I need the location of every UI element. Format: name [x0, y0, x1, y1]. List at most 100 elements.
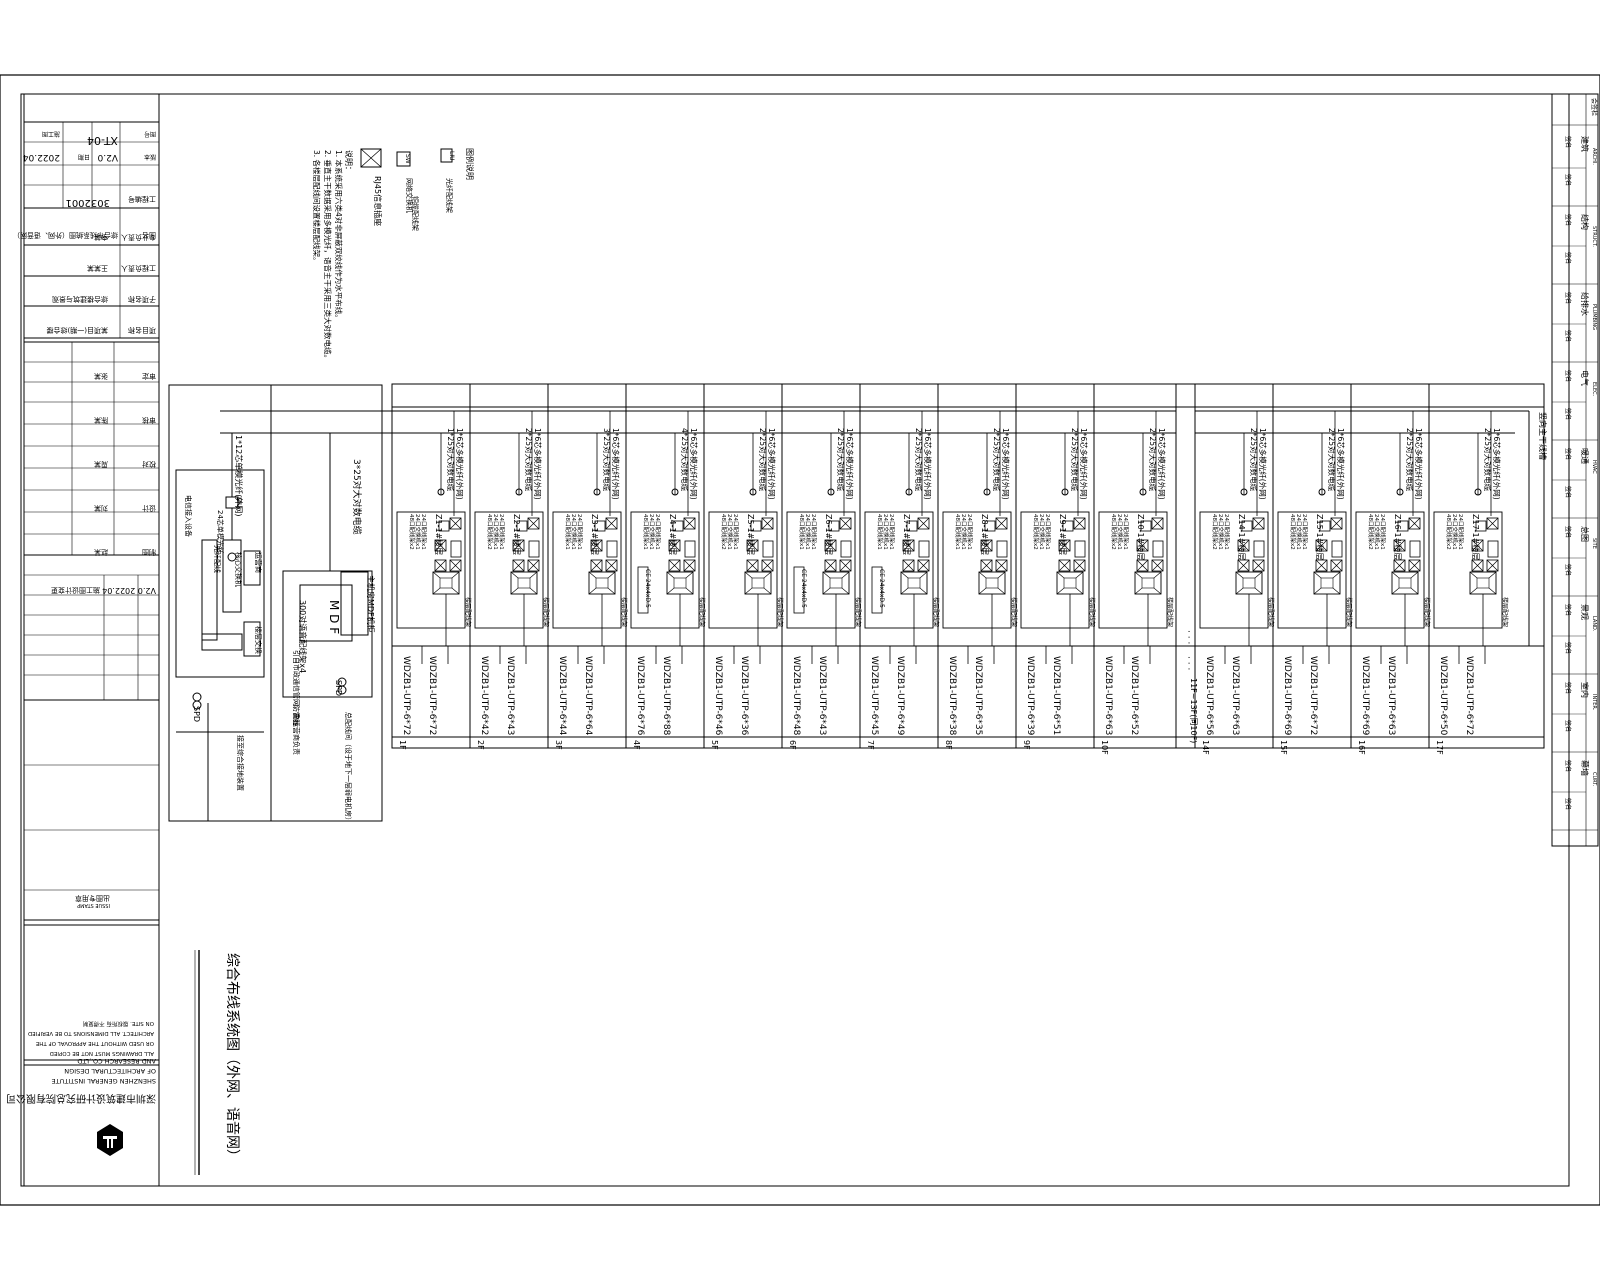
patch-panel-icon [824, 539, 837, 552]
switch-icon [1409, 540, 1421, 558]
drawing-name-value: 综合布线系统图（外网、语音网） [13, 231, 118, 240]
floor-extra-label: CE 24x4xD.5 [878, 569, 885, 608]
patch-panel-icon [434, 559, 447, 572]
floor-number-label: 9F [1022, 740, 1031, 750]
cable-label: WDZB1-UTP-6*49 [895, 656, 905, 736]
gap-dots: · · · [1183, 656, 1193, 670]
cable-label: WDZB1-UTP-6*51 [1051, 656, 1061, 735]
drawing-title: 综合布线系统图（外网、语音网） [224, 953, 241, 1163]
floor-info-label: 24口配线架x1 [420, 514, 428, 550]
patch-panel-icon [1073, 517, 1086, 530]
floor-voice-label: 2*25对大对数电缆 [1070, 428, 1080, 492]
floor-fiber-label: 1*6芯多模光纤(外网) [1492, 428, 1502, 500]
rj45-inner-icon [907, 577, 921, 589]
incoming-fiber-label: 1*12芯单模光纤(外网) [234, 435, 244, 517]
floor-info-label: 48口配线架x2 [486, 514, 494, 550]
floor-voice-label: 2*25对大对数电缆 [1405, 428, 1415, 492]
patch-panel-cross-icon [746, 539, 759, 552]
legend-symbol: LIU [448, 151, 455, 161]
patch-panel-icon [761, 559, 774, 572]
label-c: 防雷器 [292, 705, 301, 726]
floor-cabinet-label: 楼层配线架 [464, 597, 472, 627]
floor-fiber-label: 1*6芯多模光纤(外网) [845, 428, 855, 500]
title-block [23, 93, 160, 1187]
junction-icon [827, 488, 835, 496]
patch-panel-icon [1151, 517, 1164, 530]
switch-icon [1074, 540, 1086, 558]
job-no-value: 3032001 [65, 197, 110, 208]
floor-fiber-label: 1*6芯多模光纤(外网) [1001, 428, 1011, 500]
rj45-inner-icon [985, 577, 999, 589]
label-a: 楼层交换 [254, 626, 263, 654]
inner-border [20, 93, 1570, 1187]
stamp-label: 出图专用章 [75, 894, 110, 903]
legend-symbol: SW [404, 154, 411, 164]
patch-panel-cross-icon [980, 559, 993, 572]
floor-id-label: Z1-1#楼层 [434, 514, 444, 555]
floor-cabinet [474, 511, 544, 629]
signer-name: 陈某 [94, 416, 108, 425]
sign-role: 景观 [1580, 604, 1589, 620]
date-key: 日期 [78, 153, 90, 161]
floor-info-label: 24口配线架x1 [810, 514, 818, 550]
sign-word: 签名 [1564, 486, 1572, 498]
cable-label: WDZB1-UTP-6*43 [817, 656, 827, 735]
company-name-en: AND RESEARCH CO.,LTD [77, 1057, 156, 1065]
legend-label: 铜缆配线架 [411, 196, 420, 231]
gap-label: 11F~13F(同10F) [1189, 678, 1198, 743]
floor-cabinet [396, 511, 466, 629]
floor-info-label: 48口配线架x1 [798, 514, 806, 550]
floor-column: 1*6芯多模光纤(外网)2*25对大对数电缆Z15-1#楼层24口配线架x124… [1272, 384, 1353, 755]
floor-cabinet [708, 511, 778, 629]
floor-id-label: Z17-1#楼层 [1471, 514, 1481, 560]
patch-panel-cross-icon [902, 539, 915, 552]
patch-panel-icon [683, 517, 696, 530]
sign-word: 签名 [1564, 564, 1572, 576]
outer-border [0, 74, 1600, 1206]
switch-icon [1331, 540, 1343, 558]
sheet-key: 图号 [144, 130, 156, 137]
liu-icon [672, 520, 684, 532]
patch-panel-cross-icon [1136, 559, 1149, 572]
floor-number-label: 10F [1100, 740, 1109, 755]
floor-fiber-label: 1*6芯多模光纤(外网) [1414, 428, 1424, 500]
floor-id-label: Z4-1#楼层 [668, 514, 678, 555]
notes-line: 2. 垂直主干数据采用多模光纤，语音主干采用三类大对数电缆。 [323, 150, 333, 362]
floor-column: 1*6芯多模光纤(外网)2*25对大对数电缆Z10-1#楼层24口配线架x124… [1093, 384, 1174, 755]
floor-voice-label: 2*25对大对数电缆 [836, 428, 846, 492]
patch-panel-cross-icon [902, 559, 915, 572]
switch-icon [1487, 540, 1499, 558]
copyright-line: ARCHITECT. ALL DIMENSIONS TO BE VERIFIED [28, 1030, 154, 1036]
rj45-inner-icon [751, 577, 765, 589]
patch-panel-cross-icon [449, 559, 462, 572]
cable-label: WDZB1-UTP-6*52 [1129, 656, 1139, 735]
patch-panel-cross-icon [1315, 539, 1328, 552]
floor-number-label: 6F [788, 740, 797, 750]
junction-icon [515, 488, 523, 496]
title-row-key: 专业负责人 [121, 233, 156, 242]
drawing-name-key: 图名 [142, 231, 156, 240]
floor-fiber-label: 1*6芯多模光纤(外网) [689, 428, 699, 500]
floor-info-label: 48口配线架x1 [564, 514, 572, 550]
sign-role: 结构 [1580, 214, 1590, 230]
title-row-value: 王某某 [87, 264, 108, 272]
patch-panel-cross-icon [1237, 559, 1250, 572]
floor-number-label: 8F [944, 740, 953, 750]
patch-panel-icon [1315, 539, 1328, 552]
junction-icon [671, 488, 679, 496]
cable-label: WDZB1-UTP-6*38 [947, 656, 957, 736]
floor-info-label: 24口配线架x1 [1044, 514, 1052, 550]
date-value: 2022.04 [23, 152, 60, 162]
signer-name: 刘某 [94, 504, 108, 513]
cable-label: WDZB1-UTP-6*42 [479, 656, 489, 735]
signer-name: 张某 [94, 372, 108, 381]
switch-icon [528, 540, 540, 558]
floor-cabinet [1020, 511, 1090, 629]
floor-column: 1*6芯多模光纤(外网)2*25对大对数电缆Z5-1#楼层24口配线架x124口… [703, 384, 784, 750]
switch-icon [1253, 540, 1265, 558]
title-row-key: 子项名称 [128, 295, 156, 304]
sign-stamp-label: 会签栏 [1590, 98, 1598, 116]
extra-box [871, 566, 883, 614]
sign-word: 签名 [1564, 408, 1572, 420]
